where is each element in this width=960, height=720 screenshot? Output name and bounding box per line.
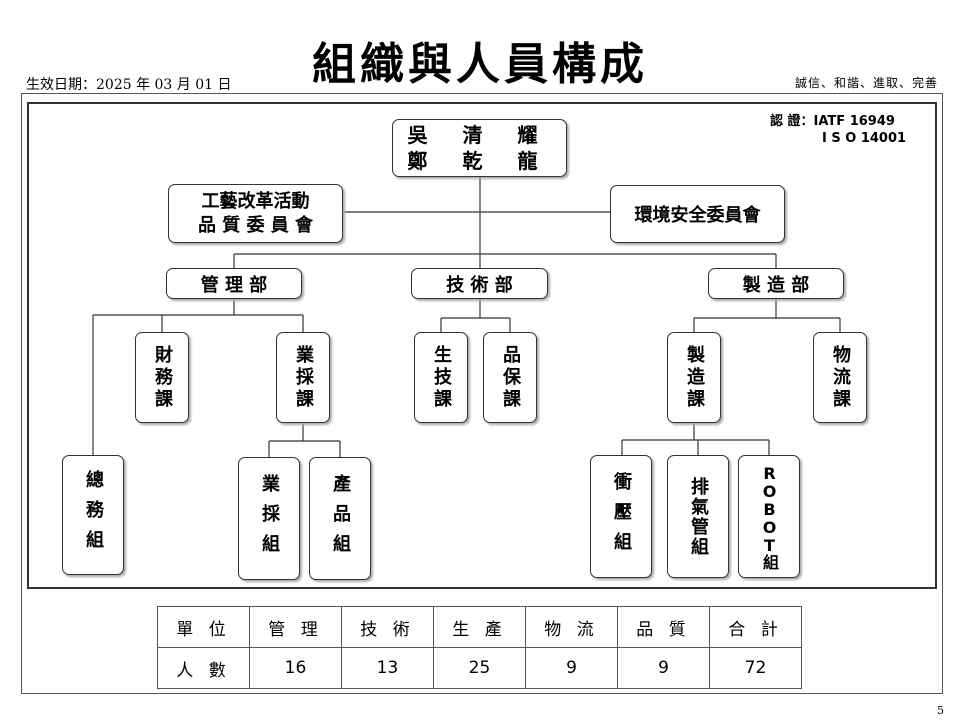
leader-name-1: 吳 清 耀 [407, 123, 552, 147]
table-cell: 16 [249, 647, 342, 689]
certification-line-iatf: 認 證：IATF 16949 [770, 114, 895, 129]
slide-frame [21, 93, 943, 694]
section-finance: 財務課 [135, 332, 189, 423]
headcount-table: 單 位 管 理 技 術 生 產 物 流 品 質 合 計 人 數 16 13 25… [157, 606, 802, 689]
table-cell: 72 [709, 647, 802, 689]
committee-process-line: 工藝改革活動 [201, 190, 310, 212]
table-cell: 9 [525, 647, 618, 689]
leader-box: 吳 清 耀 鄭 乾 龍 [392, 119, 567, 177]
table-cell: 生 產 [433, 606, 526, 648]
effective-date: 生效日期：2025 年 03 月 01 日 [26, 77, 232, 93]
certification-note: 認 證：IATF 16949 I S O 14001 [770, 113, 906, 147]
section-quality-assurance: 品保課 [483, 332, 537, 423]
group-procurement: 業採組 [238, 457, 300, 580]
section-procurement: 業採課 [276, 332, 330, 423]
table-cell: 技 術 [341, 606, 434, 648]
group-general-affairs: 總務組 [62, 455, 124, 575]
dept-manufacturing: 製 造 部 [708, 268, 844, 299]
group-product: 產品組 [309, 457, 371, 580]
org-chart-frame [27, 102, 937, 589]
dept-technical: 技 術 部 [411, 268, 548, 299]
table-cell: 品 質 [617, 606, 710, 648]
table-cell: 管 理 [249, 606, 342, 648]
table-cell: 人 數 [157, 647, 250, 689]
certification-line-iso: I S O 14001 [822, 131, 907, 146]
group-exhaust-pipe: 排氣管組 [667, 455, 729, 578]
page-title: 組織與人員構成 [312, 39, 648, 90]
committee-quality-line: 品 質 委 員 會 [197, 214, 314, 236]
company-motto: 誠信、和諧、進取、完善 [794, 76, 938, 90]
section-logistics: 物流課 [813, 332, 867, 423]
table-header-row: 單 位 管 理 技 術 生 產 物 流 品 質 合 計 [157, 606, 802, 648]
table-data-row: 人 數 16 13 25 9 9 72 [157, 647, 802, 689]
committee-process-quality: 工藝改革活動 品 質 委 員 會 [168, 184, 343, 243]
group-robot: ROBOT組 [738, 455, 800, 578]
committee-environment-safety: 環境安全委員會 [610, 185, 785, 243]
section-manufacturing: 製造課 [667, 332, 721, 423]
table-cell: 物 流 [525, 606, 618, 648]
dept-management: 管 理 部 [166, 268, 302, 299]
table-cell: 合 計 [709, 606, 802, 648]
group-stamping: 衝壓組 [590, 455, 652, 578]
table-cell: 13 [341, 647, 434, 689]
table-cell: 25 [433, 647, 526, 689]
table-cell: 單 位 [157, 606, 250, 648]
table-cell: 9 [617, 647, 710, 689]
page-number: 5 [937, 704, 944, 717]
section-production-tech: 生技課 [414, 332, 468, 423]
leader-name-2: 鄭 乾 龍 [407, 149, 552, 173]
